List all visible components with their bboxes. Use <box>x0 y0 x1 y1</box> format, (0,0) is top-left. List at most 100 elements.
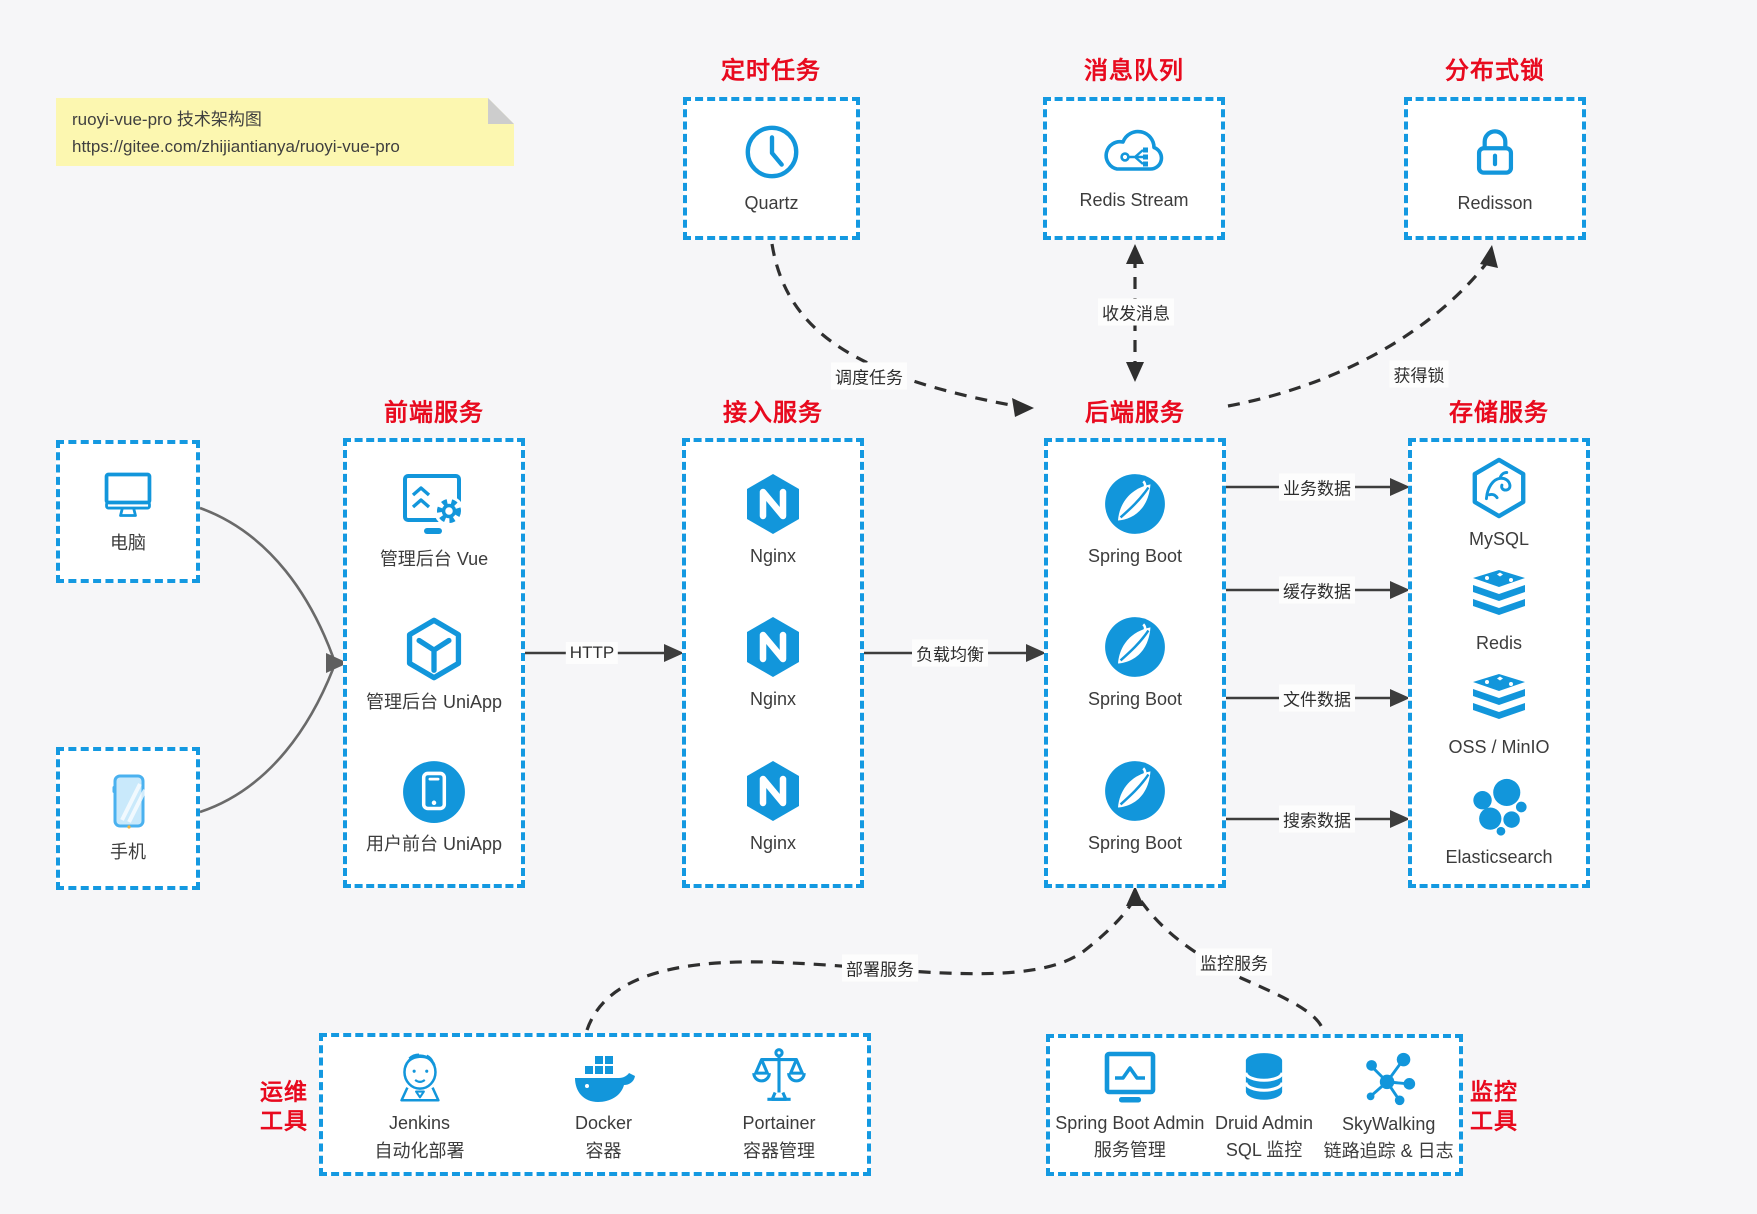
note-fold-corner <box>488 98 514 124</box>
sticky-note: ruoyi-vue-pro 技术架构图 https://gitee.com/zh… <box>56 98 514 166</box>
client-merge-curves <box>199 506 335 814</box>
group-ops-tools: Jenkins 自动化部署 Docker 容器 Portainer 容器管理 <box>319 1033 871 1176</box>
group-pc-client: 电脑 <box>56 440 200 583</box>
portainer-label: Portainer <box>742 1113 816 1134</box>
backend-item-springboot-2: Spring Boot <box>1088 614 1182 711</box>
note-url: https://gitee.com/zhijiantianya/ruoyi-vu… <box>72 137 400 157</box>
title-scheduled-jobs: 定时任务 <box>721 57 821 85</box>
gateway-item-nginx-2: Nginx <box>741 614 805 711</box>
admin-monitor-icon <box>1098 1048 1162 1108</box>
nginx-icon <box>741 614 805 680</box>
group-redis-stream: Redis Stream <box>1043 97 1225 240</box>
edge-label-monitor-service: 监控服务 <box>1196 948 1272 976</box>
sba-label: Spring Boot Admin <box>1055 1112 1205 1133</box>
skywalking-label: SkyWalking <box>1341 1113 1436 1134</box>
docker-label: Docker <box>574 1113 632 1134</box>
oss-minio-label: OSS / MinIO <box>1448 737 1550 758</box>
edge-label-business-data: 业务数据 <box>1279 473 1355 501</box>
edge-label-acquire-lock: 获得锁 <box>1389 360 1449 388</box>
admin-screen-gear-icon <box>398 470 470 540</box>
docker-sublabel: 容器 <box>585 1140 622 1161</box>
user-uniapp-label: 用户前台 UniApp <box>365 833 503 854</box>
group-gateway: Nginx Nginx Nginx <box>682 438 864 888</box>
spring-leaf-icon <box>1102 758 1168 824</box>
skywalking-sublabel: 链路追踪 & 日志 <box>1323 1141 1454 1161</box>
uniapp-cube-icon <box>400 615 468 683</box>
group-monitoring-tools: Spring Boot Admin 服务管理 Druid Admin SQL 监… <box>1046 1034 1463 1176</box>
jenkins-label: Jenkins <box>388 1113 450 1134</box>
elasticsearch-cluster-icon <box>1468 776 1530 838</box>
title-monitor-tools: 监控 工具 <box>1470 1078 1518 1133</box>
desktop-icon <box>98 467 158 523</box>
redis-stream-label: Redis Stream <box>1079 190 1189 211</box>
backend-item-springboot-1: Spring Boot <box>1088 471 1182 568</box>
jenkins-butler-icon <box>388 1046 450 1108</box>
note-title: ruoyi-vue-pro 技术架构图 <box>72 110 262 129</box>
edge-label-file-data: 文件数据 <box>1279 684 1355 712</box>
app-circle-icon <box>401 759 467 825</box>
skywalking-node-icon <box>1358 1047 1420 1109</box>
storage-item-oss-minio: OSS / MinIO <box>1448 672 1550 759</box>
clock-icon <box>741 121 803 183</box>
group-quartz: Quartz <box>683 97 860 240</box>
quartz-label: Quartz <box>744 193 799 214</box>
nginx-icon <box>741 758 805 824</box>
portainer-scales-icon <box>748 1046 810 1108</box>
title-frontend-services: 前端服务 <box>384 399 484 427</box>
monitor-item-druid: Druid Admin SQL 监控 <box>1215 1048 1313 1163</box>
edge-label-dispatch-job: 调度任务 <box>831 362 907 390</box>
monitor-item-skywalking: SkyWalking 链路追踪 & 日志 <box>1324 1047 1454 1164</box>
mysql-dolphin-icon <box>1468 456 1530 520</box>
ops-item-docker: Docker 容器 <box>567 1046 639 1163</box>
elasticsearch-label: Elasticsearch <box>1445 847 1553 868</box>
edge-label-load-balance: 负载均衡 <box>912 639 988 667</box>
group-frontend: 管理后台 Vue 管理后台 UniApp 用户前台 UniApp <box>343 438 525 888</box>
edge-label-deploy-service: 部署服务 <box>842 954 918 982</box>
druid-sublabel: SQL 监控 <box>1225 1140 1303 1160</box>
redisson-label: Redisson <box>1457 193 1533 214</box>
frontend-item-admin-vue: 管理后台 Vue <box>380 470 488 571</box>
group-redisson: Redisson <box>1404 97 1586 240</box>
redis-stack-icon <box>1467 568 1531 624</box>
nginx-icon <box>741 471 805 537</box>
edge-label-cache-data: 缓存数据 <box>1279 576 1355 604</box>
title-ops-tools: 运维 工具 <box>260 1078 308 1133</box>
spring-leaf-icon <box>1102 471 1168 537</box>
springboot-label: Spring Boot <box>1087 689 1183 710</box>
druid-label: Druid Admin <box>1215 1112 1314 1133</box>
frontend-item-admin-uniapp: 管理后台 UniApp <box>366 615 502 714</box>
admin-uniapp-label: 管理后台 UniApp <box>365 692 503 713</box>
docker-whale-icon <box>567 1046 639 1108</box>
ops-item-jenkins: Jenkins 自动化部署 <box>374 1046 464 1163</box>
edge-label-search-data: 搜索数据 <box>1279 805 1355 833</box>
database-cylinder-icon <box>1235 1048 1293 1108</box>
gateway-item-nginx-1: Nginx <box>741 471 805 568</box>
gateway-item-nginx-3: Nginx <box>741 758 805 855</box>
sba-sublabel: 服务管理 <box>1093 1140 1166 1160</box>
monitor-item-sba: Spring Boot Admin 服务管理 <box>1055 1048 1204 1163</box>
title-gateway-services: 接入服务 <box>723 399 823 427</box>
springboot-label: Spring Boot <box>1087 546 1183 567</box>
title-message-queue: 消息队列 <box>1084 57 1184 85</box>
title-distributed-lock: 分布式锁 <box>1445 57 1545 85</box>
edge-label-send-receive-msg: 收发消息 <box>1098 298 1174 326</box>
backend-item-springboot-3: Spring Boot <box>1088 758 1182 855</box>
portainer-sublabel: 容器管理 <box>742 1140 815 1161</box>
cloud-share-icon <box>1099 124 1169 180</box>
spring-leaf-icon <box>1102 614 1168 680</box>
title-storage-services: 存储服务 <box>1449 399 1549 427</box>
phone-label: 手机 <box>110 842 146 863</box>
nginx-label: Nginx <box>749 546 797 567</box>
smartphone-icon <box>102 772 154 832</box>
ops-item-portainer: Portainer 容器管理 <box>742 1046 816 1163</box>
jenkins-sublabel: 自动化部署 <box>374 1140 465 1161</box>
edge-label-http: HTTP <box>565 642 619 664</box>
nginx-label: Nginx <box>749 832 797 853</box>
mysql-label: MySQL <box>1468 529 1529 550</box>
group-storage: MySQL Redis OSS / MinIO Elasticsearch <box>1408 438 1590 888</box>
storage-item-elasticsearch: Elasticsearch <box>1445 776 1553 869</box>
redis-label: Redis <box>1475 633 1523 654</box>
storage-item-redis: Redis <box>1467 568 1531 655</box>
padlock-icon <box>1465 121 1525 183</box>
